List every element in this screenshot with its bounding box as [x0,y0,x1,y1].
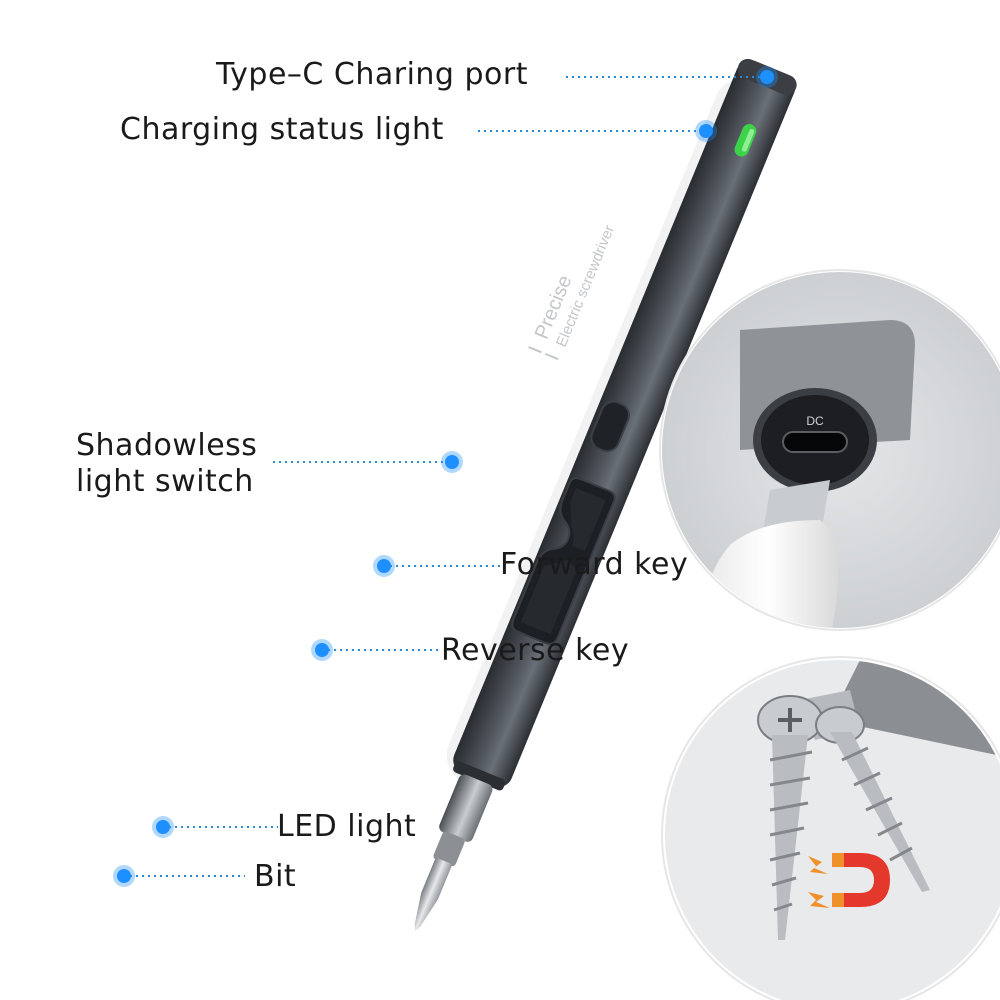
leader-lines [124,76,765,877]
reverse-key[interactable] [520,553,579,635]
label-led-light: LED light [277,809,417,844]
label-shadowless-line1: Shadowless [76,428,258,463]
screw-left [757,695,823,940]
screw-right [815,706,930,892]
dot-reverse-key [311,639,333,661]
dot-led-light [152,816,174,838]
dot-shadowless-switch [441,451,463,473]
label-shadowless-light-switch: Shadowless light switch [76,428,257,500]
label-forward-key: Forward key [500,547,689,582]
label-bit: Bit [254,859,297,894]
dot-bit [113,865,135,887]
collet [439,774,493,842]
dc-label: DC [806,414,824,428]
dot-status-light [695,120,717,142]
forward-key[interactable] [555,488,606,552]
label-shadowless-line2: light switch [76,464,254,499]
bit [421,858,452,901]
label-charging-status-light: Charging status light [120,112,444,147]
lightning-icon [808,856,830,908]
callout-dots [113,66,778,887]
label-type-c-port: Type–C Charing port [216,57,528,92]
dot-forward-key [373,555,395,577]
led-light-ring [453,761,506,791]
magnet-icon [832,853,890,907]
inset-dc-port: DC [659,269,1000,631]
label-reverse-key: Reverse key [441,633,630,668]
screwdriver [414,58,797,932]
dot-type-c-port [756,66,778,88]
shadowless-light-switch[interactable] [588,398,633,455]
inset-magnetic-screws [661,656,1000,1000]
body-print: Precise Electric screwdriver [528,223,618,361]
usb-c-port [782,431,848,453]
